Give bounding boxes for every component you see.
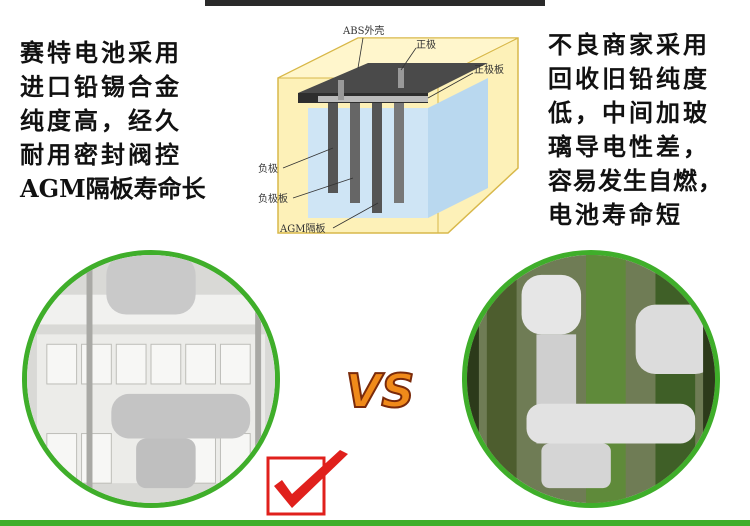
right-line: 容易发生自燃， (548, 166, 723, 195)
label-positive-pole: 正极 (416, 38, 436, 51)
right-line: 低，中间加玻 (548, 98, 710, 127)
left-line: 纯度高，经久 (20, 106, 182, 135)
battery-diagram: ABS外壳 正极 正极板 负极 负极板 AGM隔板 (258, 24, 519, 235)
poor-quality-closeup-image (462, 250, 720, 508)
label-negative-pole: 负极 (258, 162, 278, 175)
label-negative-plate: 负极板 (258, 192, 288, 205)
top-divider (205, 0, 545, 6)
left-line: 进口铅锡合金 (20, 72, 182, 101)
left-line: 耐用密封阀控 (20, 140, 182, 169)
label-agm-separator: AGM隔板 (279, 222, 325, 235)
left-description: 赛特电池采用 进口铅锡合金 纯度高，经久 耐用密封阀控 AGM隔板寿命长 (20, 36, 206, 206)
bottom-divider (0, 520, 750, 526)
label-positive-plate: 正极板 (474, 63, 504, 76)
right-line: 电池寿命短 (548, 200, 683, 229)
right-line: 不良商家采用 (548, 30, 710, 59)
right-line: 回收旧铅纯度 (548, 64, 710, 93)
left-line: 赛特电池采用 (20, 38, 182, 67)
poor-plates-illustration (467, 255, 715, 503)
left-line: AGM隔板寿命长 (20, 174, 206, 203)
versus-graphic: VS (345, 363, 416, 419)
label-abs-shell: ABS外壳 (342, 24, 384, 37)
vs-text: VS (346, 364, 415, 418)
good-quality-closeup-image (22, 250, 280, 508)
checkmark-icon (266, 450, 348, 516)
right-description: 不良商家采用 回收旧铅纯度 低，中间加玻 璃导电性差， 容易发生自燃， 电池寿命… (548, 28, 723, 232)
right-line: 璃导电性差， (548, 132, 710, 161)
good-plates-illustration (27, 255, 275, 503)
